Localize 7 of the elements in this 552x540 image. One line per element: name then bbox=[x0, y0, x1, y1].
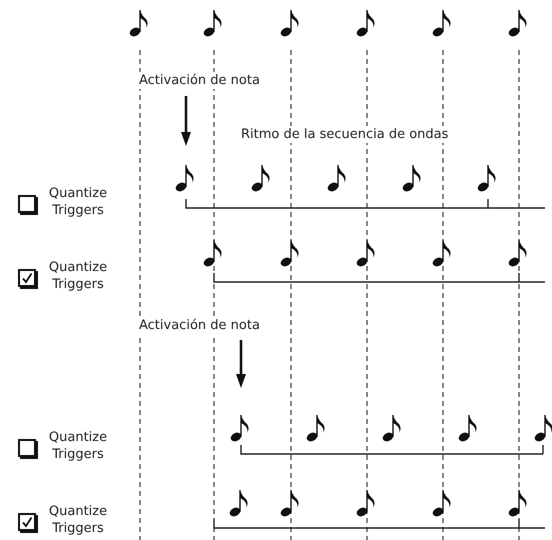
annotation-text: Activación de nota bbox=[138, 72, 261, 89]
row-label: Quantize Triggers bbox=[48, 429, 108, 463]
row-label: Quantize Triggers bbox=[48, 185, 108, 219]
row-label: Quantize Triggers bbox=[48, 259, 108, 293]
row-label: Quantize Triggers bbox=[48, 503, 108, 537]
annotation-text: Activación de nota bbox=[138, 317, 261, 334]
annotation-text: Ritmo de la secuencia de ondas bbox=[240, 126, 450, 143]
